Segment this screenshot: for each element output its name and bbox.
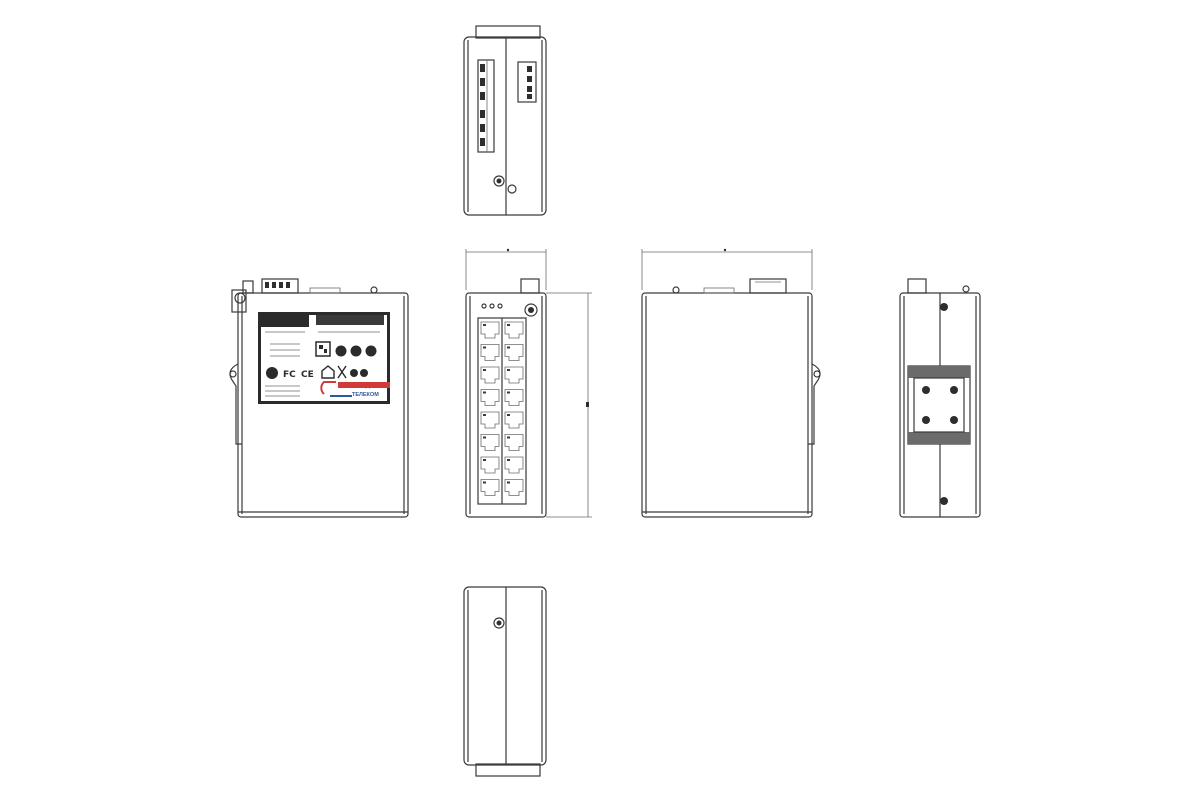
port-led	[483, 346, 486, 349]
right-side-view	[641, 248, 821, 518]
rj45-port	[504, 366, 524, 384]
din-rail-bracket	[907, 365, 971, 445]
ul-icon	[321, 365, 335, 379]
port-led	[507, 391, 510, 394]
terminal-block-left	[477, 59, 495, 153]
left-side-view: FC CE СТАНДАР ТЕЛЕКОМ	[229, 278, 409, 518]
rj45-port	[504, 456, 524, 474]
port-led	[483, 391, 486, 394]
rj45-port	[480, 366, 500, 384]
terminal-block-right	[517, 61, 537, 103]
port-led	[483, 369, 486, 371]
port-led	[507, 414, 510, 416]
port-led	[507, 324, 510, 326]
port-led	[507, 481, 510, 484]
fcc-icon: FC	[283, 370, 296, 380]
port-led	[483, 436, 486, 439]
rj45-port	[480, 321, 500, 339]
rj45-port	[480, 434, 500, 451]
rj45-port	[480, 479, 500, 496]
rj45-port	[480, 389, 500, 406]
rj45-port	[480, 411, 500, 429]
port-led	[507, 369, 510, 371]
rj45-port	[504, 434, 524, 451]
port-led	[483, 481, 486, 484]
label-sticker: FC CE СТАНДАР ТЕЛЕКОМ	[258, 312, 390, 404]
brand-logo-line1: СТАНДАР	[348, 382, 380, 389]
port-led	[483, 459, 486, 461]
rj45-port	[504, 321, 524, 339]
rj45-port	[504, 389, 524, 406]
top-view	[463, 25, 547, 216]
back-view	[899, 278, 981, 518]
rj45-port	[480, 344, 500, 361]
rj45-port	[504, 479, 524, 496]
rj45-port	[504, 411, 524, 429]
rj45-ports	[480, 321, 524, 496]
weee-icon	[266, 367, 278, 379]
brand-logo-line2: ТЕЛЕКОМ	[352, 392, 379, 398]
port-led	[483, 414, 486, 416]
rj45-port	[480, 456, 500, 474]
port-led	[483, 324, 486, 326]
brand-logo: СТАНДАР ТЕЛЕКОМ	[320, 381, 390, 398]
port-led	[507, 436, 510, 439]
rj45-port	[504, 344, 524, 361]
port-led	[507, 346, 510, 349]
front-view	[465, 248, 592, 518]
port-led	[507, 459, 510, 461]
bottom-view	[463, 586, 547, 777]
ce-icon: CE	[301, 370, 314, 380]
